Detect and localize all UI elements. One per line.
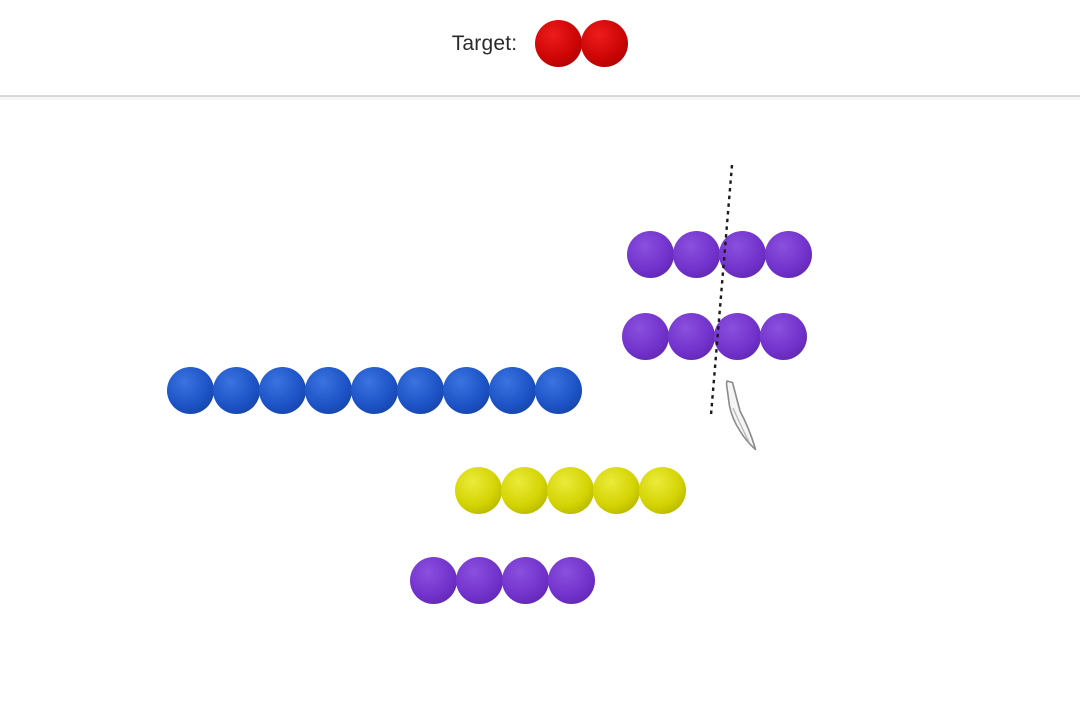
ball-yellow[interactable] (455, 467, 502, 514)
ball-purple[interactable] (456, 557, 503, 604)
ball-red (581, 20, 629, 67)
ball-yellow[interactable] (501, 467, 548, 514)
ball-purple[interactable] (714, 313, 761, 360)
target-bar: Target: (0, 0, 1080, 97)
ball-green[interactable] (322, 264, 369, 311)
cut-line (709, 164, 734, 416)
ball-blue[interactable] (443, 367, 490, 414)
ball-blue[interactable] (397, 367, 444, 414)
target-label: Target: (451, 31, 518, 55)
ball-blue[interactable] (167, 367, 214, 414)
purple-chain-bottom[interactable] (410, 557, 595, 604)
ball-blue[interactable] (535, 367, 582, 414)
ball-purple[interactable] (719, 231, 766, 278)
ball-yellow[interactable] (639, 467, 686, 514)
ball-green[interactable] (414, 264, 461, 311)
ball-yellow[interactable] (547, 467, 594, 514)
ball-purple[interactable] (502, 557, 549, 604)
ball-purple[interactable] (765, 231, 812, 278)
ball-purple[interactable] (548, 557, 595, 604)
ball-yellow[interactable] (593, 467, 640, 514)
ball-purple[interactable] (627, 231, 674, 278)
purple-chain-top-right[interactable] (627, 231, 812, 278)
ball-purple[interactable] (410, 557, 457, 604)
target-group: Target: (452, 20, 629, 67)
blue-chain[interactable] (167, 367, 582, 414)
ball-blue[interactable] (259, 367, 306, 414)
purple-chain-middle-right[interactable] (622, 313, 807, 360)
green-chain[interactable] (230, 264, 507, 311)
ball-purple[interactable] (668, 313, 715, 360)
ball-red (535, 20, 583, 67)
ball-purple[interactable] (622, 313, 669, 360)
ball-blue[interactable] (305, 367, 352, 414)
ball-green[interactable] (276, 264, 323, 311)
ball-purple[interactable] (760, 313, 807, 360)
ball-green[interactable] (230, 264, 277, 311)
knife-icon[interactable] (725, 380, 757, 451)
ball-green[interactable] (368, 264, 415, 311)
yellow-chain[interactable] (455, 467, 686, 514)
ball-blue[interactable] (489, 367, 536, 414)
ball-green[interactable] (460, 264, 507, 311)
ball-blue[interactable] (213, 367, 260, 414)
ball-blue[interactable] (351, 367, 398, 414)
target-chain (535, 20, 629, 67)
ball-purple[interactable] (673, 231, 720, 278)
